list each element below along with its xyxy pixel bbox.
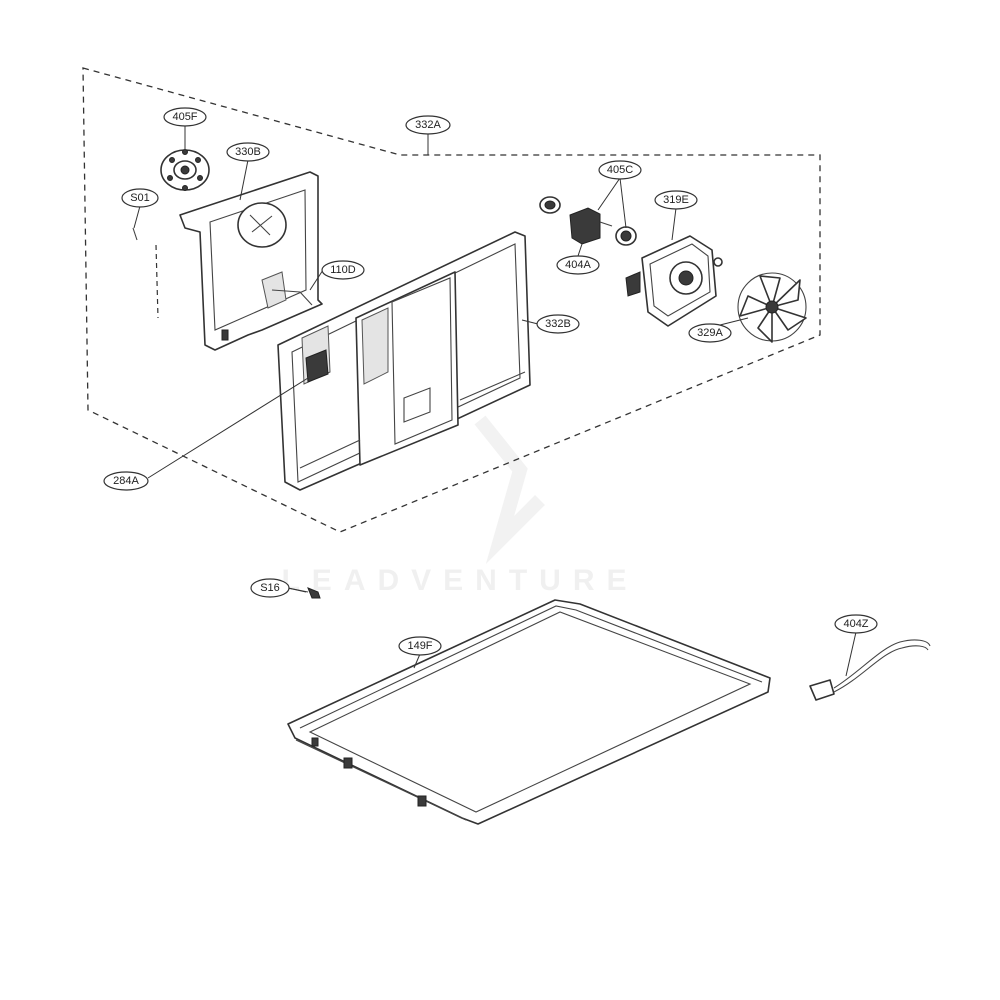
- callout-319E[interactable]: 319E: [654, 190, 698, 210]
- callout-110D[interactable]: 110D: [321, 260, 365, 280]
- svg-text:404Z: 404Z: [843, 618, 868, 630]
- callout-404Z[interactable]: 404Z: [834, 614, 878, 634]
- callout-S16[interactable]: S16: [250, 578, 290, 598]
- part-149F[interactable]: [287, 599, 771, 825]
- callout-405F[interactable]: 405F: [163, 107, 207, 127]
- svg-text:405C: 405C: [607, 164, 633, 176]
- part-332B[interactable]: [277, 231, 531, 491]
- svg-text:405F: 405F: [172, 111, 197, 123]
- part-284A[interactable]: [305, 349, 329, 383]
- watermark-text: LEADVENTURE: [281, 564, 638, 597]
- callout-332B[interactable]: 332B: [536, 314, 580, 334]
- part-319E[interactable]: [625, 235, 723, 327]
- part-330B[interactable]: [179, 171, 323, 351]
- svg-text:110D: 110D: [330, 264, 356, 276]
- watermark-logo: [474, 415, 545, 565]
- part-404Z[interactable]: [809, 639, 931, 701]
- callout-284A[interactable]: 284A: [103, 471, 149, 491]
- svg-text:330B: 330B: [235, 146, 261, 158]
- callout-330B[interactable]: 330B: [226, 142, 270, 162]
- part-405C[interactable]: [539, 196, 637, 246]
- part-110D[interactable]: [271, 289, 313, 306]
- callout-S01[interactable]: S01: [121, 188, 159, 208]
- callout-405C[interactable]: 405C: [598, 160, 642, 180]
- part-S01[interactable]: [132, 227, 159, 319]
- callout-404A[interactable]: 404A: [556, 255, 600, 275]
- part-405F[interactable]: [160, 149, 210, 191]
- svg-text:329A: 329A: [697, 327, 723, 339]
- part-329A[interactable]: [737, 272, 807, 343]
- leader-lines: [133, 125, 857, 677]
- callout-329A[interactable]: 329A: [688, 323, 732, 343]
- callout-149F[interactable]: 149F: [398, 636, 442, 656]
- callout-332A[interactable]: 332A: [405, 115, 451, 135]
- svg-text:284A: 284A: [113, 475, 139, 487]
- svg-text:332B: 332B: [545, 318, 571, 330]
- svg-text:S16: S16: [260, 582, 280, 594]
- assembly-boundary: [82, 67, 821, 533]
- svg-text:149F: 149F: [407, 640, 432, 652]
- svg-text:332A: 332A: [415, 119, 441, 131]
- part-404A[interactable]: [569, 207, 613, 245]
- svg-text:319E: 319E: [663, 194, 689, 206]
- svg-text:404A: 404A: [565, 259, 591, 271]
- svg-text:S01: S01: [130, 192, 150, 204]
